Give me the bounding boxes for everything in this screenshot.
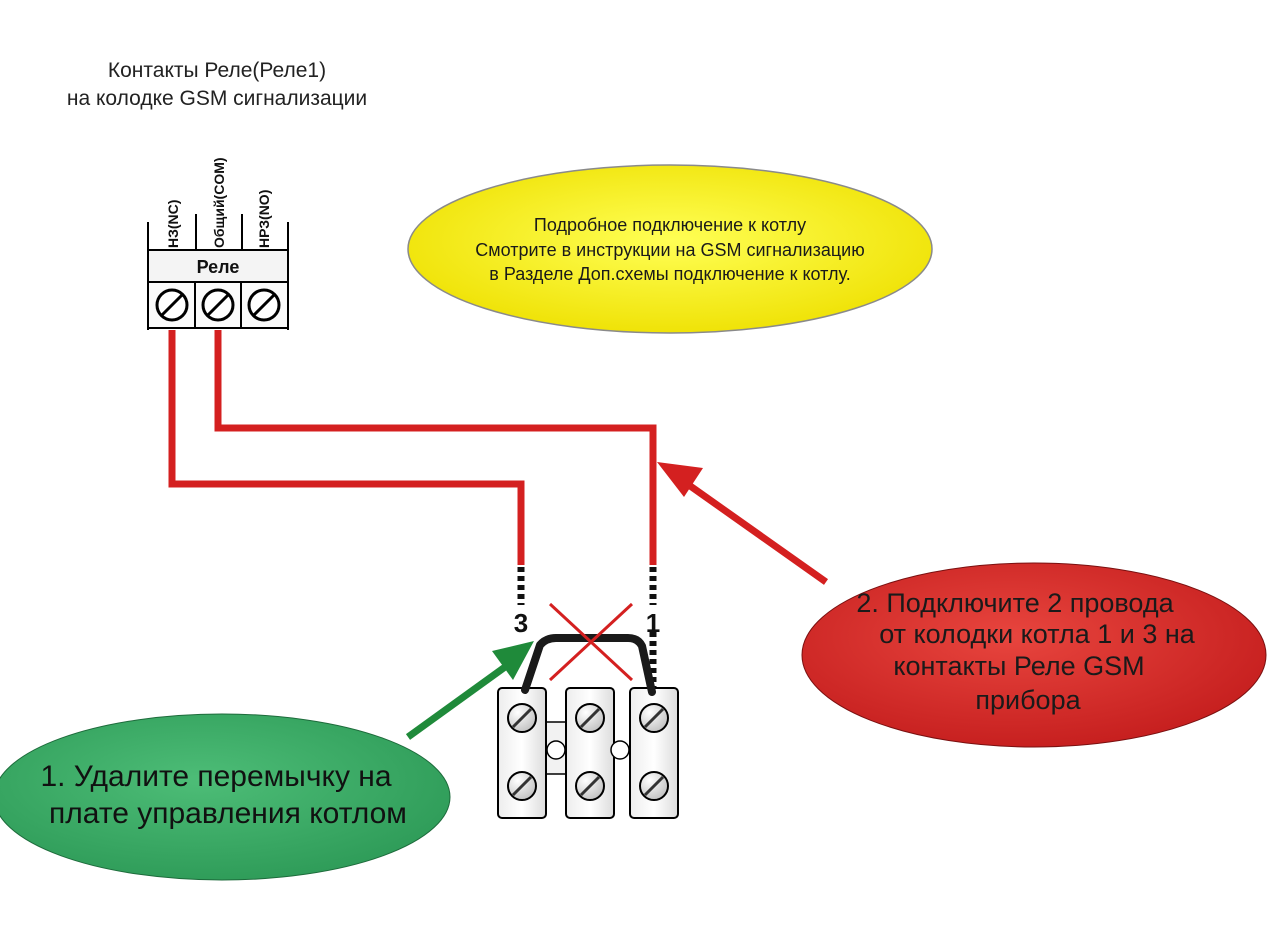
boiler-screw-3-bottom	[507, 771, 537, 801]
title-line-1: Контакты Реле(Реле1)	[108, 59, 326, 82]
boiler-screw-1-bottom	[639, 771, 669, 801]
wires	[168, 330, 657, 690]
relay-terminal-label-nc: НЗ(NC)	[165, 200, 181, 248]
boiler-terminal-block	[497, 687, 679, 819]
step1-line-2: плате управления котлом	[49, 797, 407, 830]
step2-line-3: контакты Реле GSM	[893, 651, 1144, 681]
boiler-screw-1-top	[639, 703, 669, 733]
relay-block-label: Реле	[197, 257, 240, 277]
step2-line-4: прибора	[975, 685, 1081, 715]
jumper-wire	[521, 634, 656, 696]
diagram-title: Контакты Реле(Реле1) на колодке GSM сигн…	[67, 59, 367, 110]
cross-out-mark	[548, 602, 634, 682]
relay-terminal-block: НЗ(NC) Общий(COM) НРЗ(NO) Реле	[147, 157, 289, 330]
step2-line-2: от колодки котла 1 и 3 на	[879, 619, 1196, 649]
step1-line-1: 1. Удалите перемычку на	[40, 760, 391, 793]
title-line-2: на колодке GSM сигнализации	[67, 87, 367, 110]
relay-screw-com	[201, 288, 235, 322]
step1-arrow	[405, 641, 534, 740]
wire-nc-to-terminal-3	[168, 330, 525, 565]
step2-callout: 2. Подключите 2 провода от колодки котла…	[801, 562, 1267, 748]
boiler-screw-2-bottom	[575, 771, 605, 801]
info-line-2: Смотрите в инструкции на GSM сигнализаци…	[475, 240, 864, 260]
relay-terminal-label-com: Общий(COM)	[211, 157, 227, 248]
step1-callout: 1. Удалите перемычку на плате управления…	[0, 713, 451, 881]
relay-screw-nc	[155, 288, 189, 322]
relay-screw-no	[247, 288, 281, 322]
info-callout: Подробное подключение к котлу Смотрите в…	[407, 164, 933, 334]
info-line-3: в Разделе Доп.схемы подключение к котлу.	[489, 264, 850, 284]
info-line-1: Подробное подключение к котлу	[534, 215, 806, 235]
boiler-terminal-label-3: 3	[514, 608, 528, 638]
boiler-screw-2-top	[575, 703, 605, 733]
boiler-screw-3-top	[507, 703, 537, 733]
step2-arrow	[657, 462, 829, 585]
relay-terminal-label-no: НРЗ(NO)	[256, 190, 272, 248]
boiler-terminal-label-1: 1	[646, 608, 660, 638]
wire-com-to-terminal-1	[214, 330, 657, 565]
step2-line-1: 2. Подключите 2 провода	[856, 588, 1174, 618]
